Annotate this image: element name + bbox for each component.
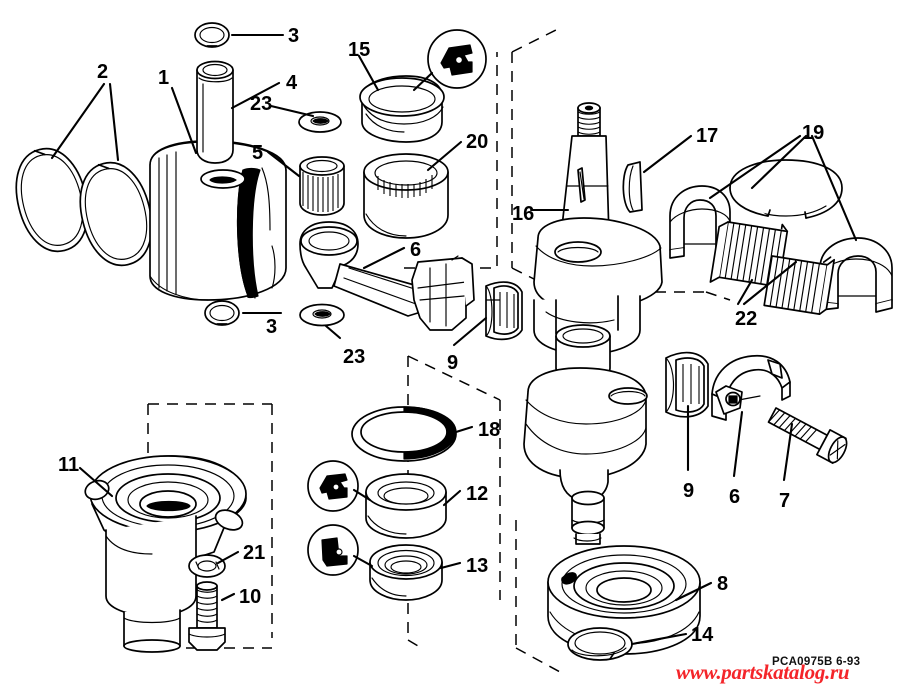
bolt-part [188, 581, 226, 651]
callout-23-upper: 23 [250, 93, 273, 115]
callout-9-upper: 9 [447, 352, 459, 374]
callout-7: 7 [779, 490, 791, 512]
callout-11: 11 [58, 454, 80, 476]
callout-3-upper: 3 [288, 25, 300, 47]
oil-seal-lower-part [307, 524, 443, 601]
crankshaft-part [523, 102, 663, 545]
callout-19: 19 [802, 122, 825, 144]
piston-rings-part [15, 147, 153, 267]
callout-15: 15 [348, 39, 371, 61]
rod-cap-screw-part [767, 407, 848, 464]
callout-1: 1 [158, 67, 170, 89]
connecting-rod-cap-part [711, 354, 791, 421]
caged-needle-bearing-part [363, 153, 449, 239]
oil-seal-upper-part [307, 460, 447, 539]
callout-12: 12 [466, 483, 489, 505]
piston-pin-part [196, 60, 234, 164]
callout-14: 14 [691, 624, 714, 646]
callout-leader-lines [50, 33, 858, 646]
lower-crankshaft-bearing-housing-part [84, 455, 247, 653]
callout-5: 5 [252, 142, 264, 164]
callout-13: 13 [466, 555, 489, 577]
callout-22: 22 [735, 308, 758, 330]
loose-needle-rollers-part [709, 221, 836, 315]
callout-6-rod: 6 [410, 239, 422, 261]
piston-pin-retaining-ring-lower-part [204, 300, 240, 326]
callout-17: 17 [696, 125, 719, 147]
part-number-label: PCA0975B 6-93 [772, 656, 861, 668]
rod-bearing-cage-upper-part [485, 281, 523, 341]
retaining-snap-ring-part [567, 627, 633, 661]
callout-8: 8 [717, 573, 729, 595]
callout-23-lower: 23 [343, 346, 366, 368]
callout-20: 20 [466, 131, 489, 153]
callout-18: 18 [478, 419, 501, 441]
rod-bearing-cage-lower-part [665, 351, 709, 418]
callout-16: 16 [512, 203, 535, 225]
piston-pin-retaining-ring-upper-part [194, 22, 230, 48]
thrust-washer-lower-part [299, 303, 345, 327]
callout-2: 2 [97, 61, 109, 83]
callout-6-cap: 6 [729, 486, 741, 508]
callout-9-lower: 9 [683, 480, 695, 502]
piston-part [149, 140, 287, 301]
o-ring-part [351, 406, 457, 462]
needle-bearing-upper-rod-part [299, 156, 345, 216]
thrust-washer-upper-part [298, 111, 342, 133]
connecting-rod-part [299, 221, 475, 331]
callout-3-lower: 3 [266, 316, 278, 338]
callout-21: 21 [243, 542, 266, 564]
woodruff-key-part [622, 161, 643, 213]
callout-4: 4 [286, 72, 298, 94]
lock-washer-part [188, 554, 226, 578]
callout-10: 10 [239, 586, 262, 608]
watermark-text: www.partskatalog.ru [676, 660, 850, 684]
oil-seal-part [359, 29, 487, 143]
